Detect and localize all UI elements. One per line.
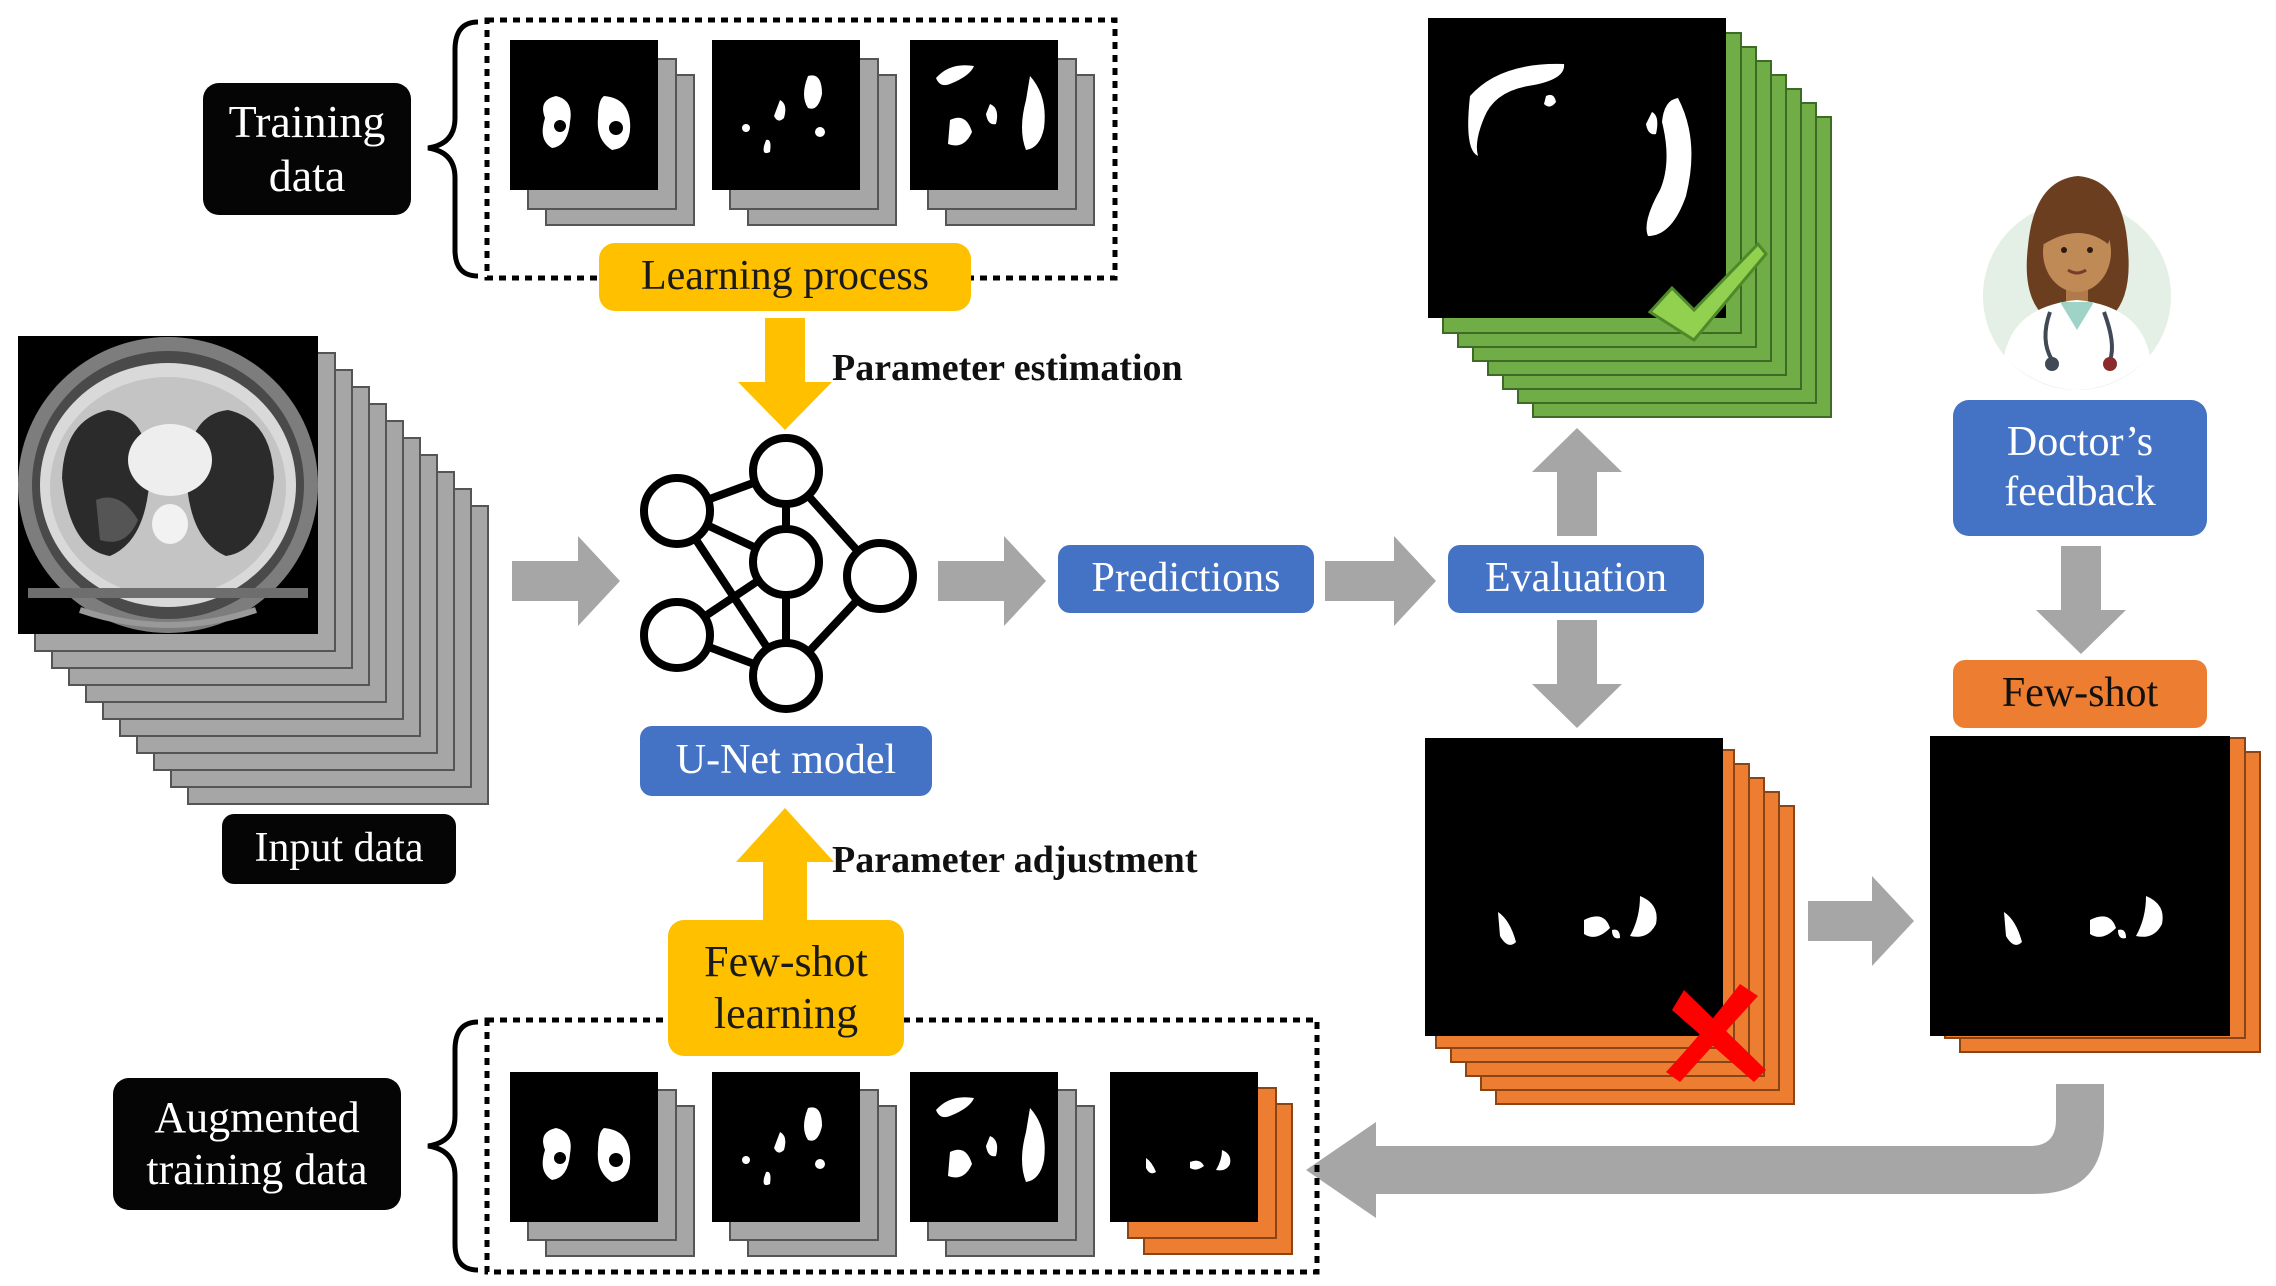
augmented-mask-1 bbox=[510, 1072, 695, 1257]
arrows bbox=[512, 318, 2126, 1218]
learning-process-label: Learning process bbox=[599, 243, 971, 311]
corrected-prediction-stack bbox=[1930, 736, 2261, 1053]
parameter-estimation-label: Parameter estimation bbox=[832, 347, 1183, 389]
unet-model-label: U-Net model bbox=[640, 726, 932, 796]
brace-icon bbox=[427, 19, 479, 279]
check-mark-icon bbox=[1647, 241, 1768, 342]
training-mask-2 bbox=[712, 40, 897, 226]
predictions-label: Predictions bbox=[1058, 545, 1314, 613]
arrow-input-to-model bbox=[512, 536, 620, 626]
arrow-incorrect-to-corrected bbox=[1808, 876, 1914, 966]
evaluation-label: Evaluation bbox=[1448, 545, 1704, 613]
training-mask-1 bbox=[510, 40, 695, 226]
input-ct-stack bbox=[18, 336, 489, 805]
doctor-avatar-icon bbox=[1983, 176, 2171, 390]
correct-prediction-stack bbox=[1428, 18, 1832, 418]
ct-scan-image bbox=[18, 336, 318, 634]
input-data-label: Input data bbox=[222, 814, 456, 884]
arrow-predictions-to-evaluation bbox=[1325, 536, 1436, 626]
arrow-up-parameter-adjustment bbox=[736, 808, 834, 920]
training-data-label: Training data bbox=[203, 83, 411, 215]
parameter-adjustment-label: Parameter adjustment bbox=[832, 839, 1198, 881]
cross-mark-icon bbox=[1666, 984, 1766, 1082]
arrow-model-to-predictions bbox=[938, 536, 1046, 626]
few-shot-learning-label: Few-shot learning bbox=[668, 920, 904, 1056]
arrow-feedback-loop bbox=[1306, 1084, 2104, 1218]
augmented-training-data-label: Augmented training data bbox=[113, 1078, 401, 1210]
training-data-group bbox=[427, 17, 1118, 281]
doctors-feedback-label: Doctor’s feedback bbox=[1953, 400, 2207, 536]
augmented-mask-4-new bbox=[1110, 1072, 1293, 1255]
arrow-evaluation-up bbox=[1532, 428, 1622, 536]
augmented-training-data-group bbox=[427, 1017, 1320, 1275]
brace-icon bbox=[427, 1019, 479, 1273]
augmented-mask-3 bbox=[910, 1072, 1095, 1257]
incorrect-prediction-stack bbox=[1425, 738, 1795, 1105]
neural-network-icon bbox=[640, 434, 917, 713]
training-mask-3 bbox=[910, 40, 1095, 226]
augmented-mask-2 bbox=[712, 1072, 897, 1257]
few-shot-label: Few-shot bbox=[1953, 660, 2207, 728]
arrow-evaluation-down bbox=[1532, 620, 1622, 728]
arrow-feedback-down bbox=[2036, 546, 2126, 654]
arrow-down-parameter-estimation bbox=[738, 318, 832, 430]
